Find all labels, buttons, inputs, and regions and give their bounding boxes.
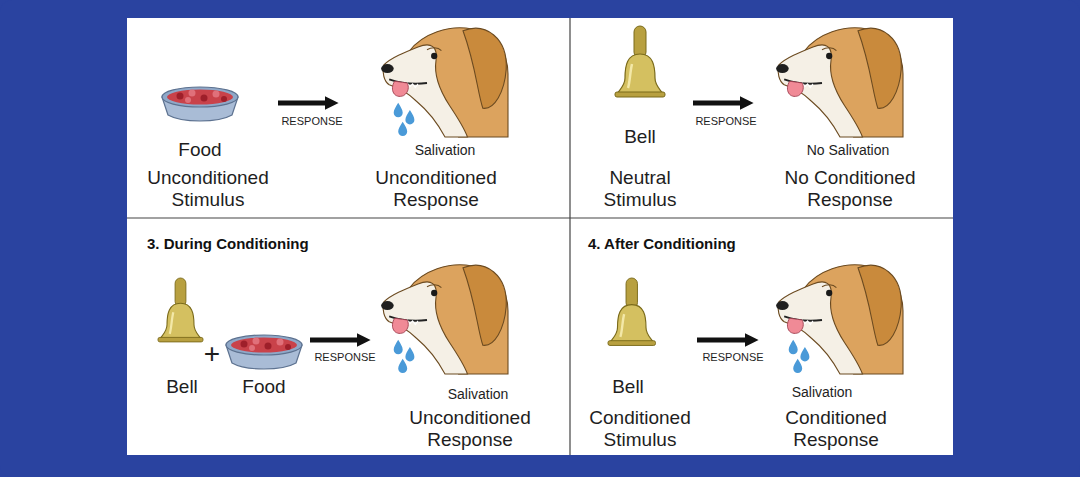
response-node: SalivationUnconditioned Response (372, 255, 562, 450)
response-node: SalivationConditioned Response (760, 255, 945, 450)
node-title: Salivation (418, 386, 538, 402)
bell (615, 26, 665, 97)
node-title: Bell (598, 376, 658, 398)
stimulus-node: Bell +Food (150, 270, 310, 450)
connector-label: RESPONSE (681, 115, 771, 128)
drooling-dog (381, 28, 508, 137)
node-caption: Unconditioned Stimulus (143, 167, 273, 211)
response-arrow (310, 338, 358, 343)
response-node: SalivationUnconditioned Response (340, 20, 530, 210)
node-title: Food (135, 139, 265, 161)
panel (127, 18, 953, 455)
node-caption: Neutral Stimulus (590, 167, 690, 211)
response-arrow (693, 101, 741, 106)
response-node: No Salivation No Conditioned Response (755, 20, 945, 210)
drooling-dog (776, 265, 903, 374)
stimulus-node: BellNeutral Stimulus (585, 25, 693, 210)
node-caption: Conditioned Response (751, 407, 921, 451)
connector-label: RESPONSE (688, 351, 778, 364)
panel-heading: 3. During Conditioning (147, 235, 309, 252)
bell (158, 278, 203, 342)
node-caption: Unconditioned Response (351, 167, 521, 211)
node-title: Bell (152, 376, 212, 398)
stimulus-node: FoodUnconditioned Stimulus (140, 80, 278, 210)
divider (569, 18, 570, 455)
connector-label: RESPONSE (300, 351, 390, 364)
node-title: Bell (590, 126, 690, 148)
node-caption: + (197, 338, 227, 370)
connector-label: RESPONSE (267, 115, 357, 128)
food-bowl (226, 335, 302, 369)
node-caption: No Conditioned Response (760, 167, 940, 211)
dog-head (776, 28, 903, 137)
drooling-dog (381, 265, 508, 374)
bell (608, 278, 656, 345)
node-caption: Food (229, 376, 299, 398)
divider (127, 217, 953, 218)
food-bowl (162, 87, 238, 121)
node-title: Salivation (762, 384, 882, 400)
node-title: Salivation (385, 142, 505, 158)
node-caption: Unconditioned Response (385, 407, 555, 451)
node-caption: Conditioned Stimulus (580, 407, 700, 451)
stimulus-node: BellConditioned Stimulus (580, 270, 697, 450)
response-arrow (697, 338, 746, 343)
node-title: No Salivation (773, 142, 923, 158)
response-arrow (278, 101, 326, 106)
panel-heading: 4. After Conditioning (588, 235, 736, 252)
